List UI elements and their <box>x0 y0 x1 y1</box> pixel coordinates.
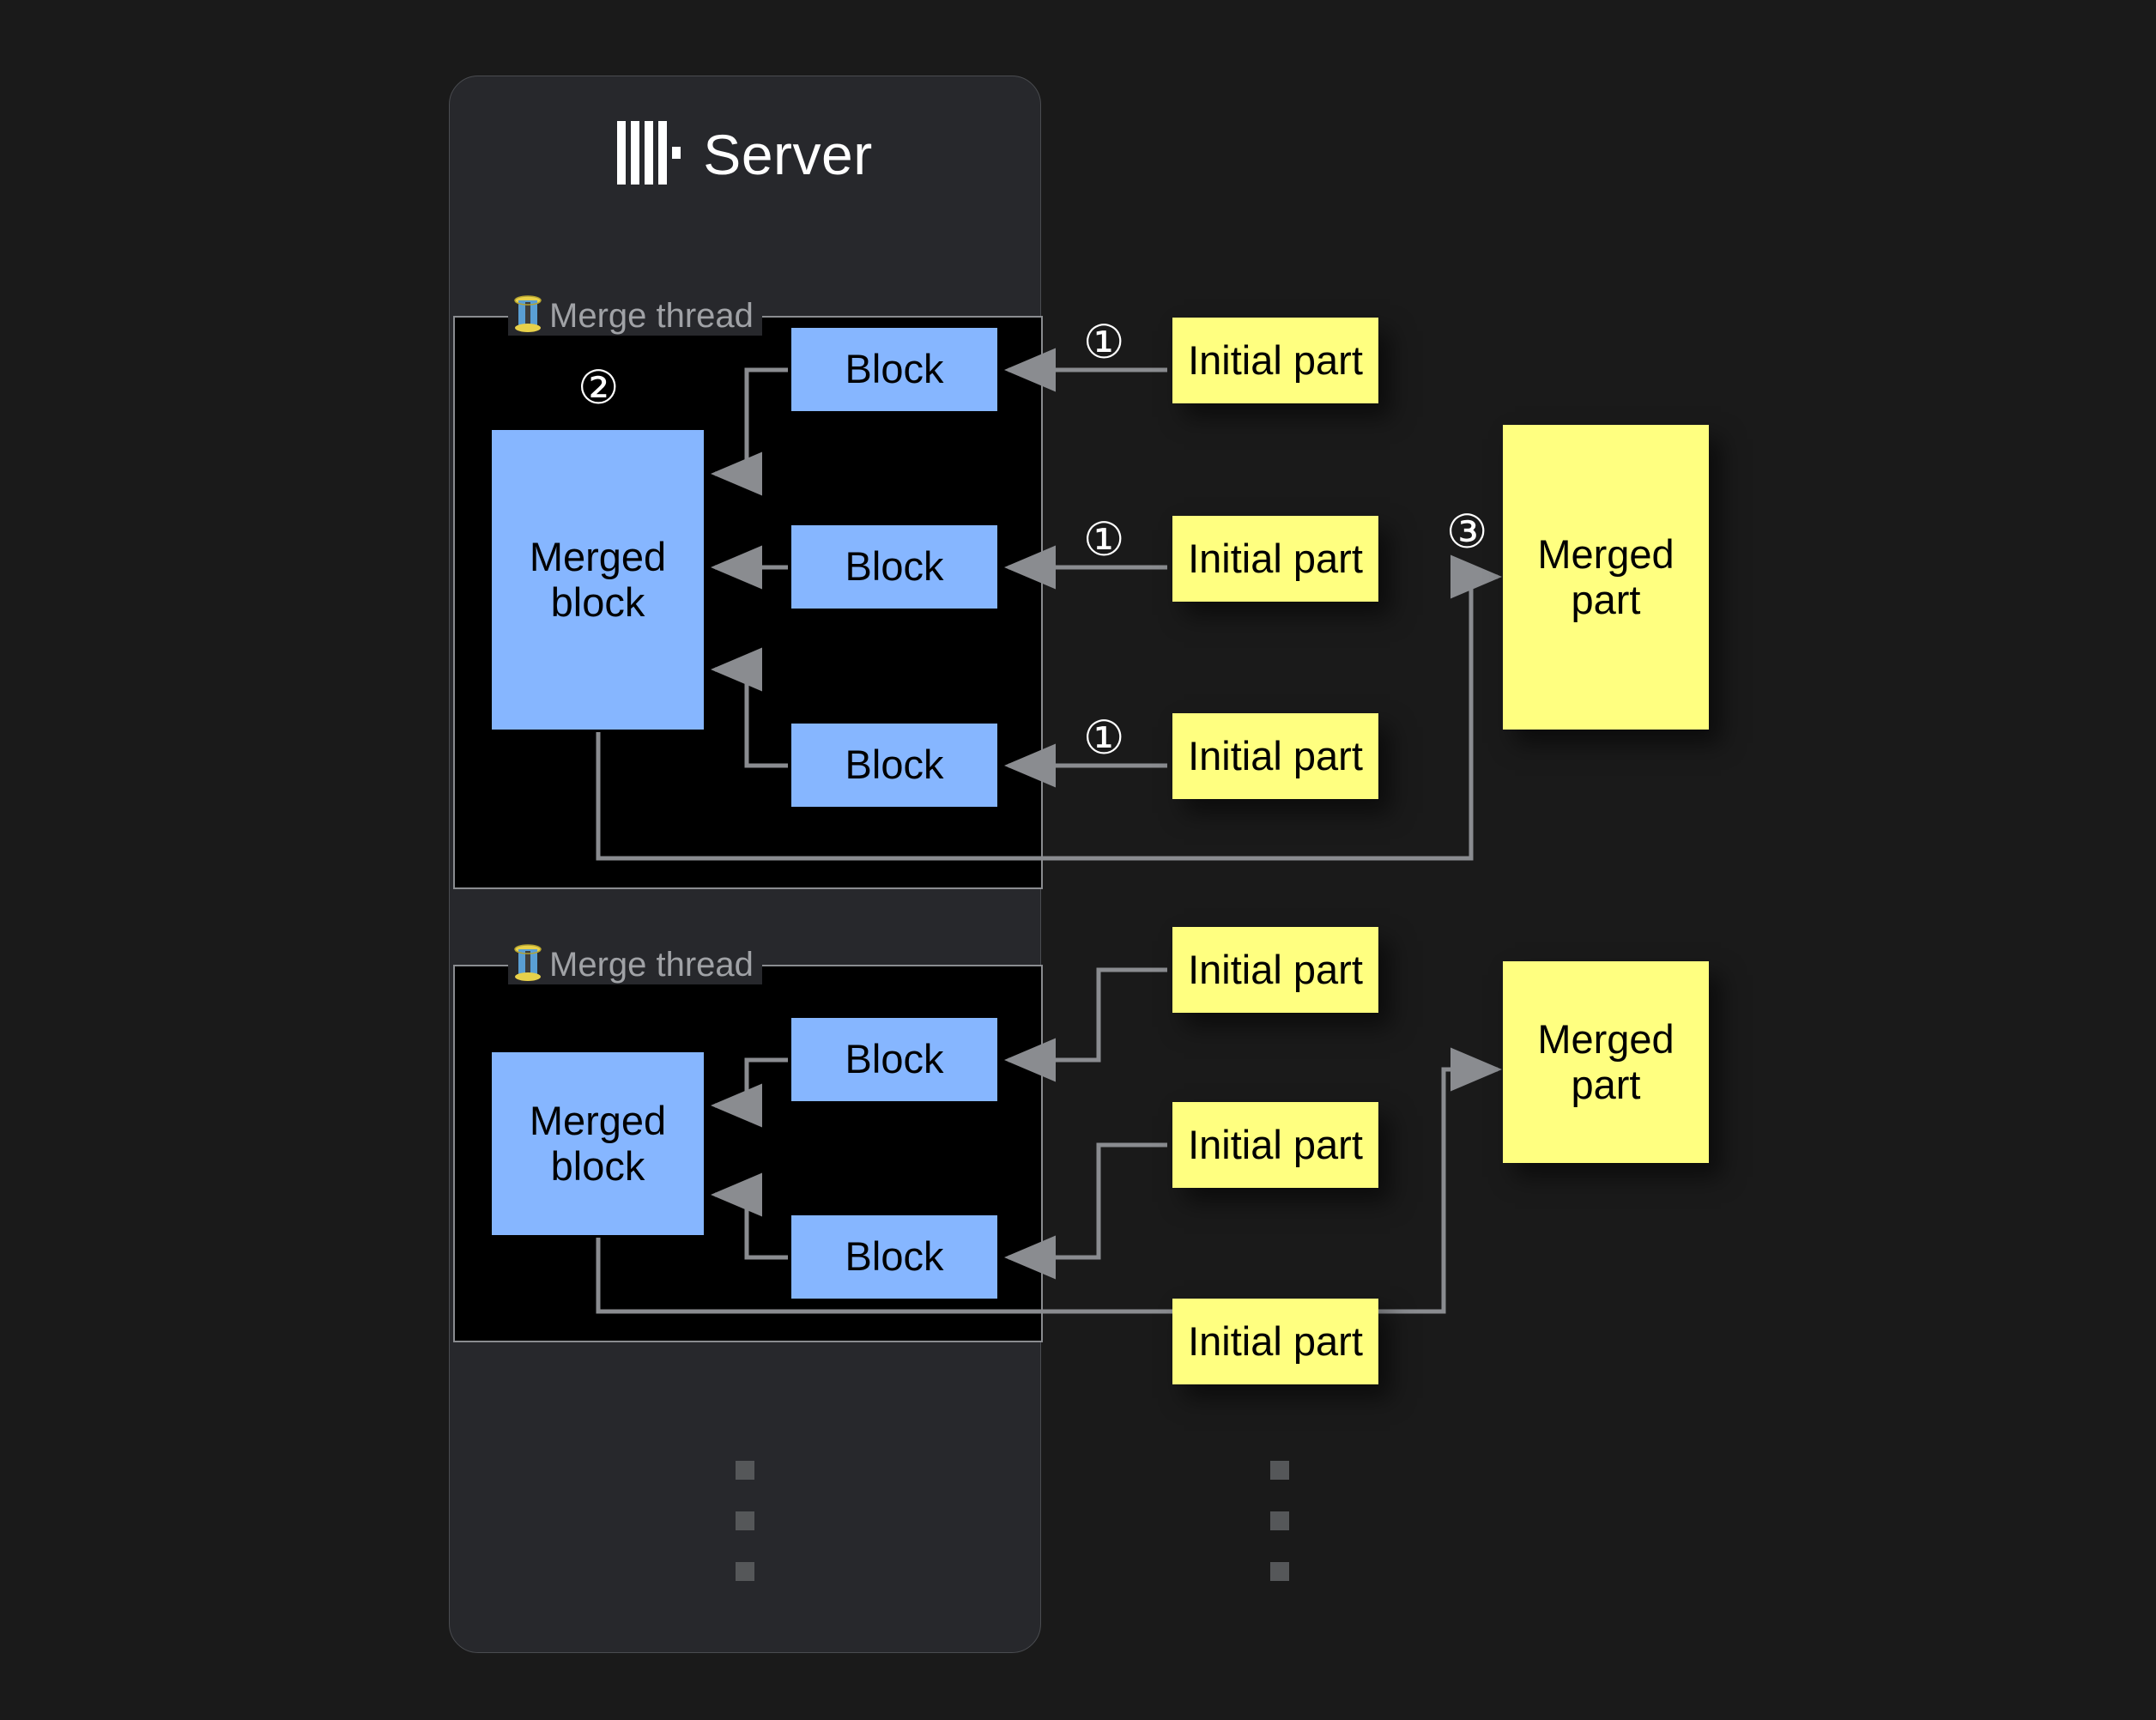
ellipsis-dots-threads <box>736 1461 754 1581</box>
step-badge-3: ③ <box>1446 506 1488 558</box>
block-1-1: Block <box>791 328 997 411</box>
initial-part-4: Initial part <box>1172 927 1378 1013</box>
ellipsis-dot <box>736 1562 754 1581</box>
merge-thread-2-legend: Merge thread <box>508 943 762 986</box>
merge-thread-2-label: Merge thread <box>549 946 754 984</box>
step-badge-1-a: ① <box>1083 317 1125 368</box>
ellipsis-dots-parts <box>1270 1461 1289 1581</box>
initial-part-6: Initial part <box>1172 1299 1378 1384</box>
initial-part-3: Initial part <box>1172 713 1378 799</box>
ellipsis-dot <box>1270 1511 1289 1530</box>
merge-thread-1-label: Merge thread <box>549 297 754 335</box>
ellipsis-dot <box>1270 1562 1289 1581</box>
ellipsis-dot <box>736 1461 754 1480</box>
server-title: Server <box>703 123 873 186</box>
block-1-3: Block <box>791 724 997 807</box>
merged-block-2: Merged block <box>492 1052 704 1235</box>
initial-part-1: Initial part <box>1172 318 1378 403</box>
initial-part-5: Initial part <box>1172 1102 1378 1188</box>
block-1-2: Block <box>791 525 997 609</box>
step-badge-1-b: ① <box>1083 514 1125 566</box>
merged-part-1: Merged part <box>1503 425 1709 730</box>
merged-block-1: Merged block <box>492 430 704 730</box>
initial-part-2: Initial part <box>1172 516 1378 602</box>
block-2-2: Block <box>791 1215 997 1299</box>
ellipsis-dot <box>736 1511 754 1530</box>
merged-part-2: Merged part <box>1503 961 1709 1163</box>
clickhouse-logo-icon <box>617 120 684 189</box>
step-badge-1-c: ① <box>1083 712 1125 764</box>
thread-spool-icon <box>513 294 542 337</box>
merge-thread-1-legend: Merge thread <box>508 294 762 337</box>
block-2-1: Block <box>791 1018 997 1101</box>
step-badge-2: ② <box>578 362 620 414</box>
ellipsis-dot <box>1270 1461 1289 1480</box>
thread-spool-icon <box>513 943 542 986</box>
server-header: Server <box>449 107 1041 202</box>
